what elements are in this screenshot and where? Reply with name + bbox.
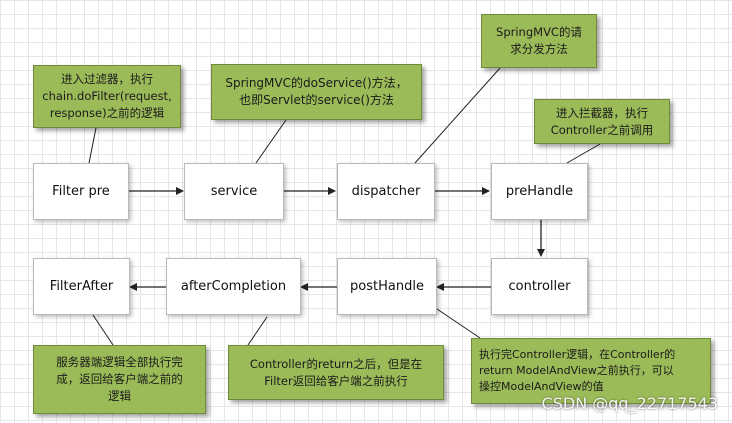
note-posthandle: 执行完Controller逻辑，在Controller的 return Mode… [471, 338, 711, 404]
leader-prehandle [566, 143, 601, 164]
node-controller: controller [491, 258, 588, 315]
leader-filterafter [92, 314, 114, 346]
note-after-completion: Controller的return之后，但是在 Filter返回给客户端之前执行 [228, 345, 444, 400]
leader-aftercompletion [247, 316, 268, 346]
node-service: service [184, 163, 284, 220]
note-filter-after: 服务器端逻辑全部执行完 成，返回给客户端之前的 逻辑 [33, 345, 206, 414]
node-after-completion: afterCompletion [166, 258, 301, 315]
leader-service [255, 119, 287, 164]
node-filter-after: FilterAfter [33, 258, 130, 315]
watermark: CSDN @qq_22717543 [541, 394, 718, 413]
note-dispatcher: SpringMVC的请 求分发方法 [481, 14, 597, 68]
leader-posthandle [436, 308, 481, 339]
node-prehandle: preHandle [491, 163, 588, 220]
note-service: SpringMVC的doService()方法， 也即Servlet的servi… [211, 64, 422, 120]
node-filter-pre: Filter pre [33, 163, 129, 220]
node-posthandle: postHandle [337, 258, 437, 315]
note-filter-pre: 进入过滤器，执行 chain.doFilter(request, respons… [33, 65, 181, 128]
leader-filterpre [88, 127, 97, 164]
node-dispatcher: dispatcher [337, 163, 435, 220]
note-prehandle: 进入拦截器，执行 Controller之前调用 [534, 99, 670, 144]
leader-dispatcher [414, 67, 501, 164]
